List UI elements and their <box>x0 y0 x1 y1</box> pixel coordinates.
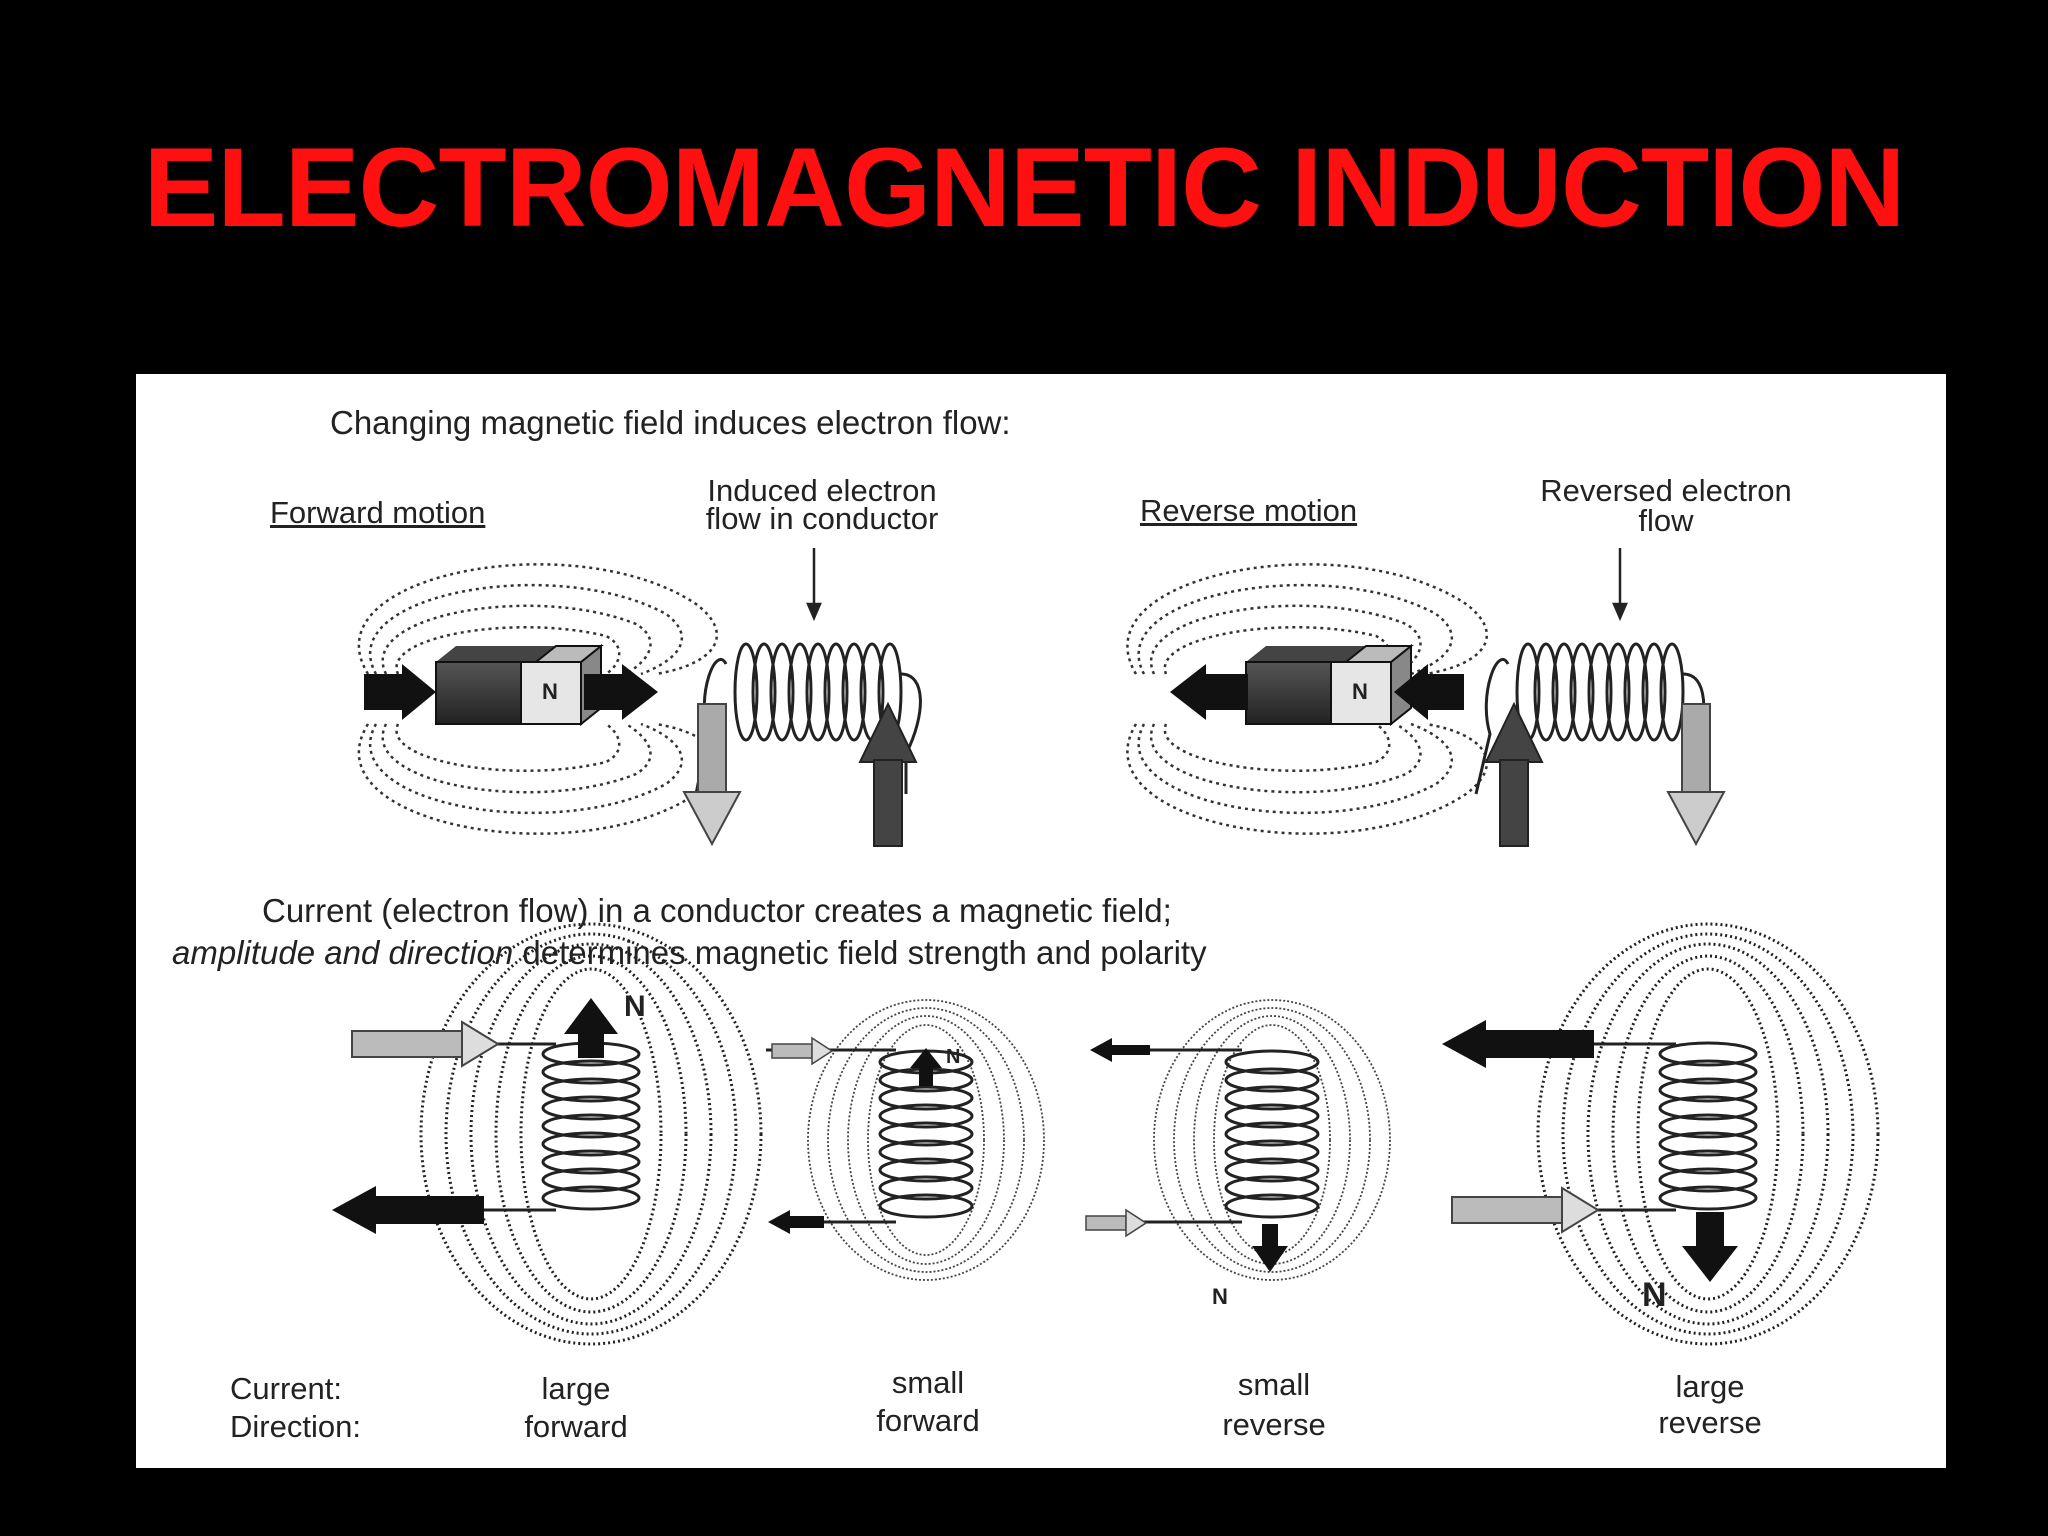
motion-arrow-reverse-left <box>1170 664 1248 720</box>
row-label-direction: Direction: <box>230 1409 361 1444</box>
coil3-current: small <box>1237 1367 1311 1402</box>
magnet-pole-reverse: N <box>1352 679 1368 704</box>
bar-magnet-forward <box>435 643 604 727</box>
north-pole-arrow-up-small <box>910 1048 942 1086</box>
motion-arrow-forward-left <box>364 664 436 720</box>
reverse-callout-line1: Reversed electron <box>1540 473 1792 508</box>
bottom-heading-line1: Current (electron flow) in a conductor c… <box>262 892 1172 929</box>
north-pole-arrow-down <box>1682 1212 1738 1282</box>
current-arrow-in-gray-small <box>771 1036 834 1066</box>
callout-pointer-forward <box>806 548 822 622</box>
coil2-pole: N <box>946 1046 961 1068</box>
top-heading: Changing magnetic field induces electron… <box>330 404 1011 441</box>
current-arrow-out-dark <box>332 1186 484 1234</box>
coil4-current: large <box>1675 1369 1745 1404</box>
coil1-pole: N <box>624 990 646 1023</box>
reverse-motion-figure <box>1126 548 1726 847</box>
current-arrow-in-gray-reverse <box>1451 1186 1600 1234</box>
diagram-panel: Changing magnetic field induces electron… <box>136 374 1946 1468</box>
electron-flow-arrow-up-dark-reverse <box>1484 701 1544 847</box>
coil1-current: large <box>541 1371 611 1406</box>
induction-diagram <box>332 548 1880 1346</box>
current-arrow-out-dark-reverse <box>1442 1020 1594 1068</box>
bottom-heading-italic: amplitude and direction <box>172 934 514 971</box>
slide-title: ELECTROMAGNETIC INDUCTION <box>143 125 1906 250</box>
coil2-current: small <box>891 1365 965 1400</box>
current-arrow-in-gray <box>351 1020 500 1068</box>
magnet-field-lines-reverse <box>1126 563 1488 835</box>
bottom-heading-rest: determines magnetic field strength and p… <box>513 934 1207 971</box>
motion-arrow-forward-right <box>584 664 658 720</box>
current-arrow-out-dark-small <box>768 1210 824 1234</box>
north-pole-arrow-up <box>564 998 618 1058</box>
coil2-direction: forward <box>876 1403 980 1438</box>
electron-flow-arrow-down-gray <box>682 703 742 847</box>
solenoid-small-forward <box>766 999 1045 1281</box>
coil4-pole: N <box>1642 1276 1667 1314</box>
current-arrow-in-gray-reverse-small <box>1085 1208 1148 1238</box>
coil1-direction: forward <box>524 1409 628 1444</box>
reverse-motion-label: Reverse motion <box>1140 493 1358 528</box>
callout-pointer-reverse <box>1612 548 1628 622</box>
coil3-direction: reverse <box>1222 1407 1326 1442</box>
magnet-pole-forward: N <box>542 679 558 704</box>
north-pole-arrow-down-small <box>1252 1224 1288 1272</box>
forward-motion-figure <box>357 548 922 847</box>
coil3-pole: N <box>1212 1284 1228 1309</box>
row-label-current: Current: <box>230 1371 342 1406</box>
forward-callout-line1: Induced electron <box>707 473 937 508</box>
current-arrow-out-dark-reverse-small <box>1090 1038 1150 1062</box>
electron-flow-arrow-down-gray-reverse <box>1666 703 1726 847</box>
motion-arrow-reverse-right <box>1394 664 1464 720</box>
solenoid-small-reverse <box>1085 999 1391 1281</box>
coil4-direction: reverse <box>1658 1405 1762 1440</box>
forward-motion-label: Forward motion <box>270 495 486 530</box>
bar-magnet-reverse <box>1245 643 1414 727</box>
bottom-heading-line2: amplitude and direction determines magne… <box>172 936 1207 970</box>
electron-flow-arrow-up-dark <box>858 701 918 847</box>
solenoid-large-forward <box>332 922 763 1346</box>
forward-callout-line2: flow in conductor <box>705 501 939 536</box>
reverse-callout-line2: flow <box>1638 503 1694 538</box>
solenoid-large-reverse <box>1442 922 1880 1346</box>
